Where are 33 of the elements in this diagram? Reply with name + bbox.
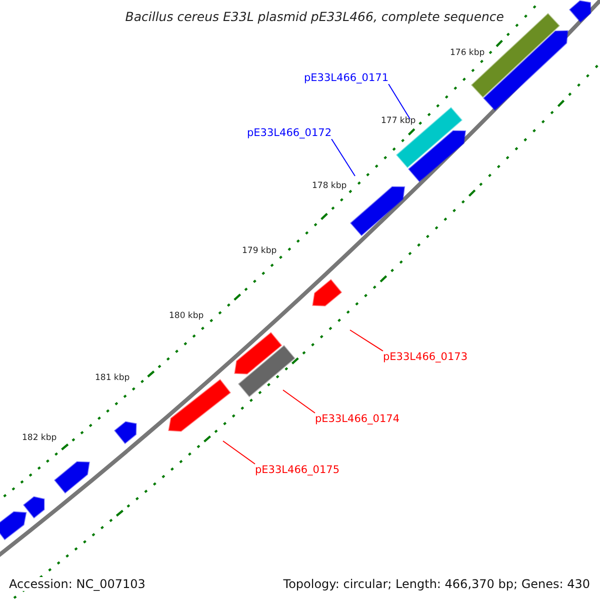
map-info-text: Accession: NC_007103 (9, 577, 146, 591)
position-label: 182 kbp (22, 433, 57, 443)
position-label: 181 kbp (95, 373, 130, 383)
leader-line (388, 84, 410, 120)
position-label: 180 kbp (169, 311, 204, 321)
gene-label: pE33L466_0171 (304, 72, 389, 84)
gene-label: pE33L466_0173 (383, 351, 468, 363)
leader-line (350, 330, 384, 352)
gene-block (169, 380, 230, 431)
map-title: Bacillus cereus E33L plasmid pE33L466, complete sequence (125, 9, 504, 24)
gene-label: pE33L466_0174 (315, 413, 400, 425)
gene-block (235, 332, 282, 374)
gene-block (570, 1, 590, 22)
gene-label: pE33L466_0172 (247, 127, 332, 139)
leader-line (222, 440, 256, 464)
position-label: 179 kbp (242, 246, 277, 256)
position-label: 178 kbp (312, 181, 347, 191)
leader-line (282, 390, 316, 414)
position-label: 176 kbp (450, 48, 485, 58)
gene-block (350, 186, 404, 235)
gene-block (313, 280, 342, 306)
gene-block (0, 512, 26, 540)
gene-block (24, 496, 44, 518)
gene-block (408, 130, 465, 182)
gene-block (484, 31, 567, 110)
position-label: 177 kbp (381, 116, 416, 126)
gene-bar (396, 108, 462, 168)
gene-block (54, 462, 89, 492)
gene-bar (238, 346, 294, 396)
gene-block (114, 422, 136, 444)
map-info-text: Topology: circular; Length: 466,370 bp; Genes: 430 (283, 577, 590, 591)
leader-line (331, 138, 356, 176)
gene-label: pE33L466_0175 (255, 464, 340, 476)
